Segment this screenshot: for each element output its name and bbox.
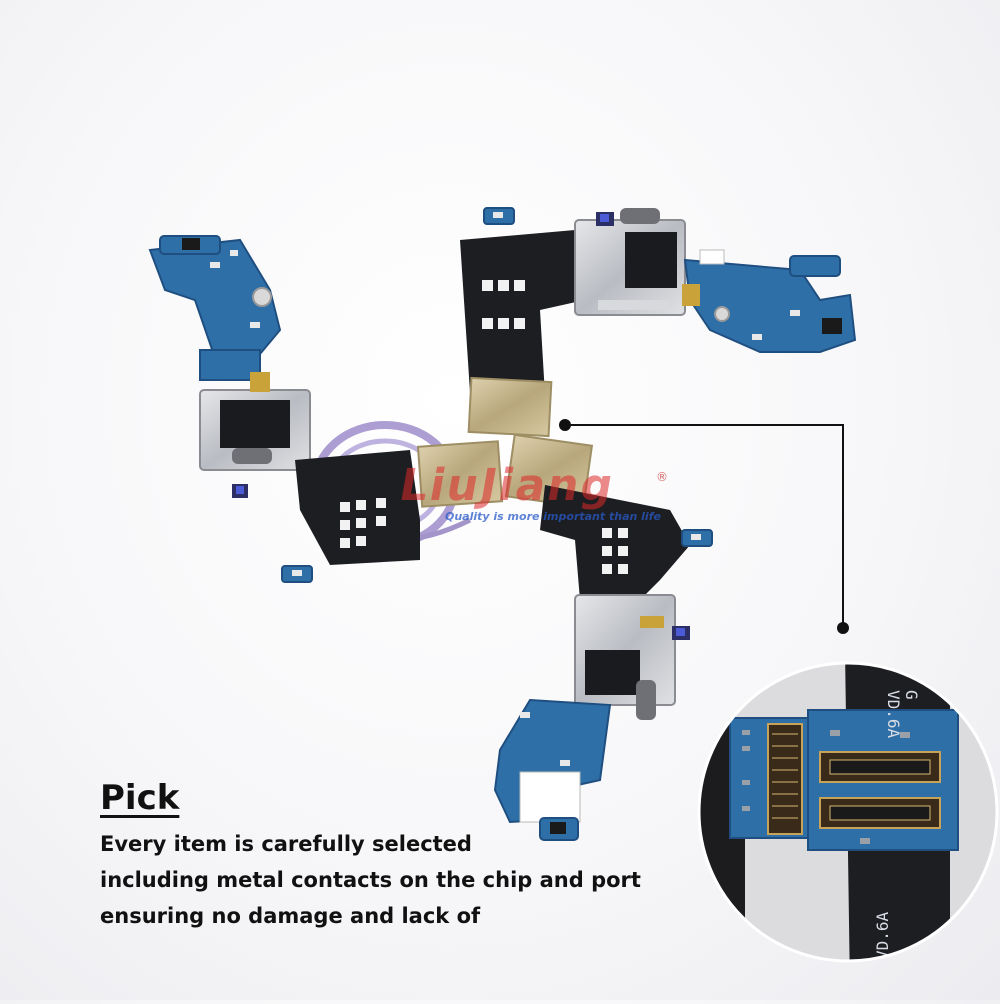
- charging-board-left: [148, 235, 504, 583]
- watermark-brand: LiuJiang: [395, 460, 619, 511]
- board-print-top-sub: G: [902, 690, 921, 700]
- caption-heading: Pick: [100, 778, 180, 818]
- caption-line-1: Every item is carefully selected: [100, 832, 472, 856]
- charging-board-top-right: [460, 207, 857, 438]
- board-print-bottom: VD.6A: [873, 911, 892, 960]
- zoom-detail: VD.6A G VD.6A G: [697, 661, 999, 963]
- charging-board-bottom: [493, 433, 713, 841]
- callout-pointer: [559, 419, 849, 634]
- watermark-registered-mark: ®: [656, 470, 668, 484]
- caption-line-2: including metal contacts on the chip and…: [100, 868, 641, 892]
- caption-block: Pick Every item is carefully selected in…: [100, 778, 660, 934]
- caption-line-3: ensuring no damage and lack of: [100, 904, 481, 928]
- watermark-tagline: Quality is more important than life: [445, 510, 661, 523]
- board-print-top: VD.6A: [884, 690, 903, 739]
